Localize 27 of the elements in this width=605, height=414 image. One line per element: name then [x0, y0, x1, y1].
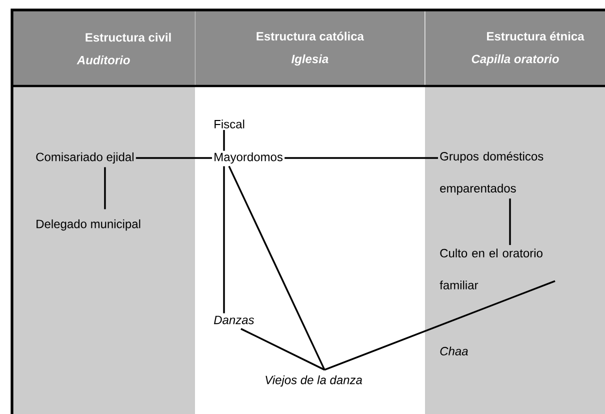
node-label: Culto en el oratorio familiar: [440, 248, 542, 290]
header-cell: Estructura étnica Capilla oratorio: [425, 11, 605, 86]
node-label: Auditorio: [76, 56, 130, 64]
connector-line: [284, 157, 438, 159]
node-label: Capilla oratorio: [472, 54, 559, 66]
connector-line: [240, 328, 325, 371]
connector-line: [104, 167, 106, 210]
node-label: Estructura católica: [256, 32, 364, 41]
node-label: Mayordomos: [214, 152, 283, 164]
connector-line: [324, 280, 556, 371]
node-label: Viejos de la danza: [266, 375, 362, 387]
connector-line: [136, 157, 212, 159]
node-label: Estructura civil: [86, 32, 171, 42]
header-cell: Estructura civil Auditorio: [12, 11, 195, 86]
node-label: Danzas: [214, 316, 254, 324]
header-cell: Estructura católica Iglesia: [195, 11, 425, 86]
node-label: Comisariado ejidal: [36, 152, 134, 164]
node-label: Chaa: [440, 346, 468, 356]
node-label: Estructura étnica: [487, 32, 584, 41]
node-label: Delegado municipal: [36, 219, 140, 231]
node-label: Grupos domésticos emparentados: [440, 152, 544, 195]
connector-line: [509, 198, 511, 245]
node-label: Fiscal: [214, 120, 244, 128]
connector-line: [223, 130, 225, 151]
connector-line: [223, 166, 225, 314]
connector-line: [228, 166, 326, 370]
node-label: Iglesia: [291, 54, 328, 66]
